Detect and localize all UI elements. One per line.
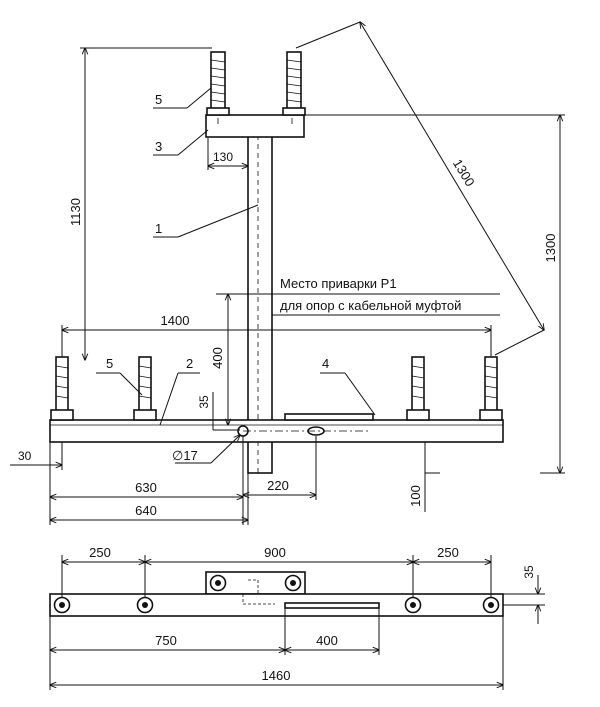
dim-400-label: 400 xyxy=(210,347,225,369)
plan-dims-mid: 750 400 xyxy=(50,608,379,690)
dim-130-label: 130 xyxy=(213,150,233,164)
plan-dim-35: 35 xyxy=(503,565,545,624)
dim-100-label: 100 xyxy=(408,485,423,507)
dim-30-label: 30 xyxy=(18,449,32,463)
callout-1: 1 xyxy=(155,221,162,236)
dim-130: 130 xyxy=(208,138,248,170)
plan-dim-400: 400 xyxy=(316,633,338,648)
dim-220: 220 xyxy=(243,436,316,500)
dim-1130-label: 1130 xyxy=(68,198,83,226)
dim-1300-right: 1300 xyxy=(304,115,565,473)
plan-dim-1460-label: 1460 xyxy=(262,668,291,683)
weld-note-line1: Место приварки Р1 xyxy=(280,276,397,291)
vertical-post xyxy=(247,134,273,474)
diameter-leader: ∅17 xyxy=(172,435,240,464)
plan-beam xyxy=(49,593,504,617)
callouts-front: 5 3 1 5 2 4 xyxy=(96,87,376,426)
dim-100: 100 xyxy=(408,441,440,512)
dim-35-label: 35 xyxy=(197,395,211,409)
dim-640: 640 xyxy=(50,473,248,525)
top-plate xyxy=(205,114,305,138)
dim-1400: 1400 xyxy=(62,313,491,357)
dim-640-label: 640 xyxy=(135,503,157,518)
callout-3: 3 xyxy=(155,139,162,154)
plan-bolts xyxy=(53,574,500,614)
base-beam xyxy=(49,419,504,443)
plan-view: 250 900 250 35 750 400 1460 xyxy=(49,545,545,690)
callout-4: 4 xyxy=(322,356,329,371)
dim-220-label: 220 xyxy=(267,478,289,493)
plan-dim-35-label: 35 xyxy=(522,565,536,579)
callout-5-top: 5 xyxy=(155,92,162,107)
dim-630-label: 630 xyxy=(135,480,157,495)
callout-5-left: 5 xyxy=(106,356,113,371)
plan-dim-900: 900 xyxy=(264,545,286,560)
callout-2: 2 xyxy=(186,356,193,371)
dim-400-vertical: 400 xyxy=(210,294,228,425)
plan-dim-250-left: 250 xyxy=(89,545,111,560)
dim-630: 630 xyxy=(50,436,243,525)
plan-dim-750: 750 xyxy=(155,633,177,648)
dim-30: 30 xyxy=(10,442,62,470)
base-studs xyxy=(50,356,503,421)
front-view: 1130 1300 1300 130 1400 xyxy=(10,22,565,525)
plan-dim-1460: 1460 xyxy=(50,616,503,690)
plan-dim-250-right: 250 xyxy=(437,545,459,560)
plate-4 xyxy=(284,413,374,421)
dim-1400-label: 1400 xyxy=(161,313,190,328)
diameter-label: ∅17 xyxy=(172,448,198,463)
dim-1130: 1130 xyxy=(68,48,212,360)
dim-1300-diag-label: 1300 xyxy=(450,156,478,189)
dim-35: 35 xyxy=(197,392,240,431)
plan-plate-4 xyxy=(284,602,380,609)
top-studs xyxy=(206,51,306,116)
weld-note: Место приварки Р1 для опор с кабельной м… xyxy=(216,276,500,316)
plan-dims-top: 250 900 250 xyxy=(62,545,491,598)
weld-note-line2: для опор с кабельной муфтой xyxy=(280,298,461,313)
dim-1300-right-label: 1300 xyxy=(543,234,558,263)
